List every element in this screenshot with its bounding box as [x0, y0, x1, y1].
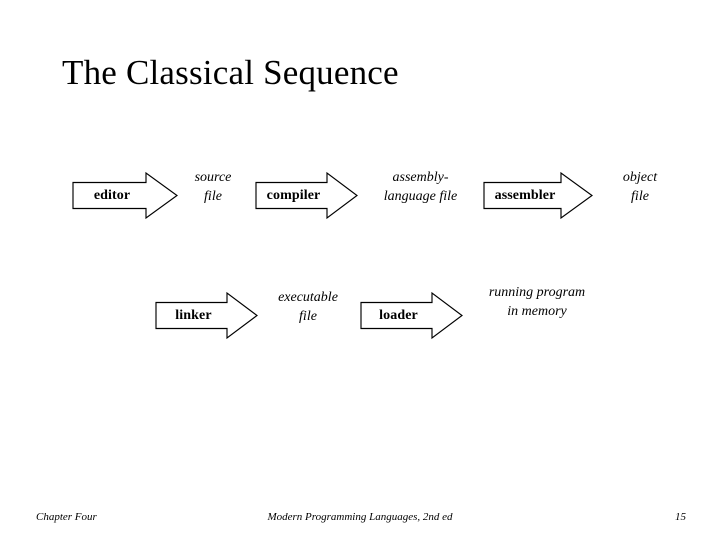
block-arrow-icon [360, 291, 463, 340]
process-arrow-assembler[interactable]: assembler [483, 171, 593, 220]
process-arrow-linker[interactable]: linker [155, 291, 258, 340]
artifact-assembly-language-file: assembly- language file [383, 170, 458, 204]
process-arrow-loader[interactable]: loader [360, 291, 463, 340]
block-arrow-icon [255, 171, 358, 220]
page-title: The Classical Sequence [62, 53, 399, 92]
process-arrow-editor[interactable]: editor [72, 171, 178, 220]
slide-footer: Chapter Four Modern Programming Language… [0, 505, 720, 529]
block-arrow-icon [483, 171, 593, 220]
process-arrow-compiler[interactable]: compiler [255, 171, 358, 220]
artifact-source-file: source file [194, 170, 232, 204]
artifact-object-file: object file [622, 170, 658, 204]
artifact-executable-file: executable file [278, 290, 338, 324]
block-arrow-icon [72, 171, 178, 220]
footer-chapter: Chapter Four [36, 511, 97, 523]
artifact-running-program-in-memory: running program in memory [488, 285, 586, 319]
footer-book-title: Modern Programming Languages, 2nd ed [267, 511, 453, 523]
footer-page-number: 15 [675, 511, 686, 523]
block-arrow-icon [155, 291, 258, 340]
